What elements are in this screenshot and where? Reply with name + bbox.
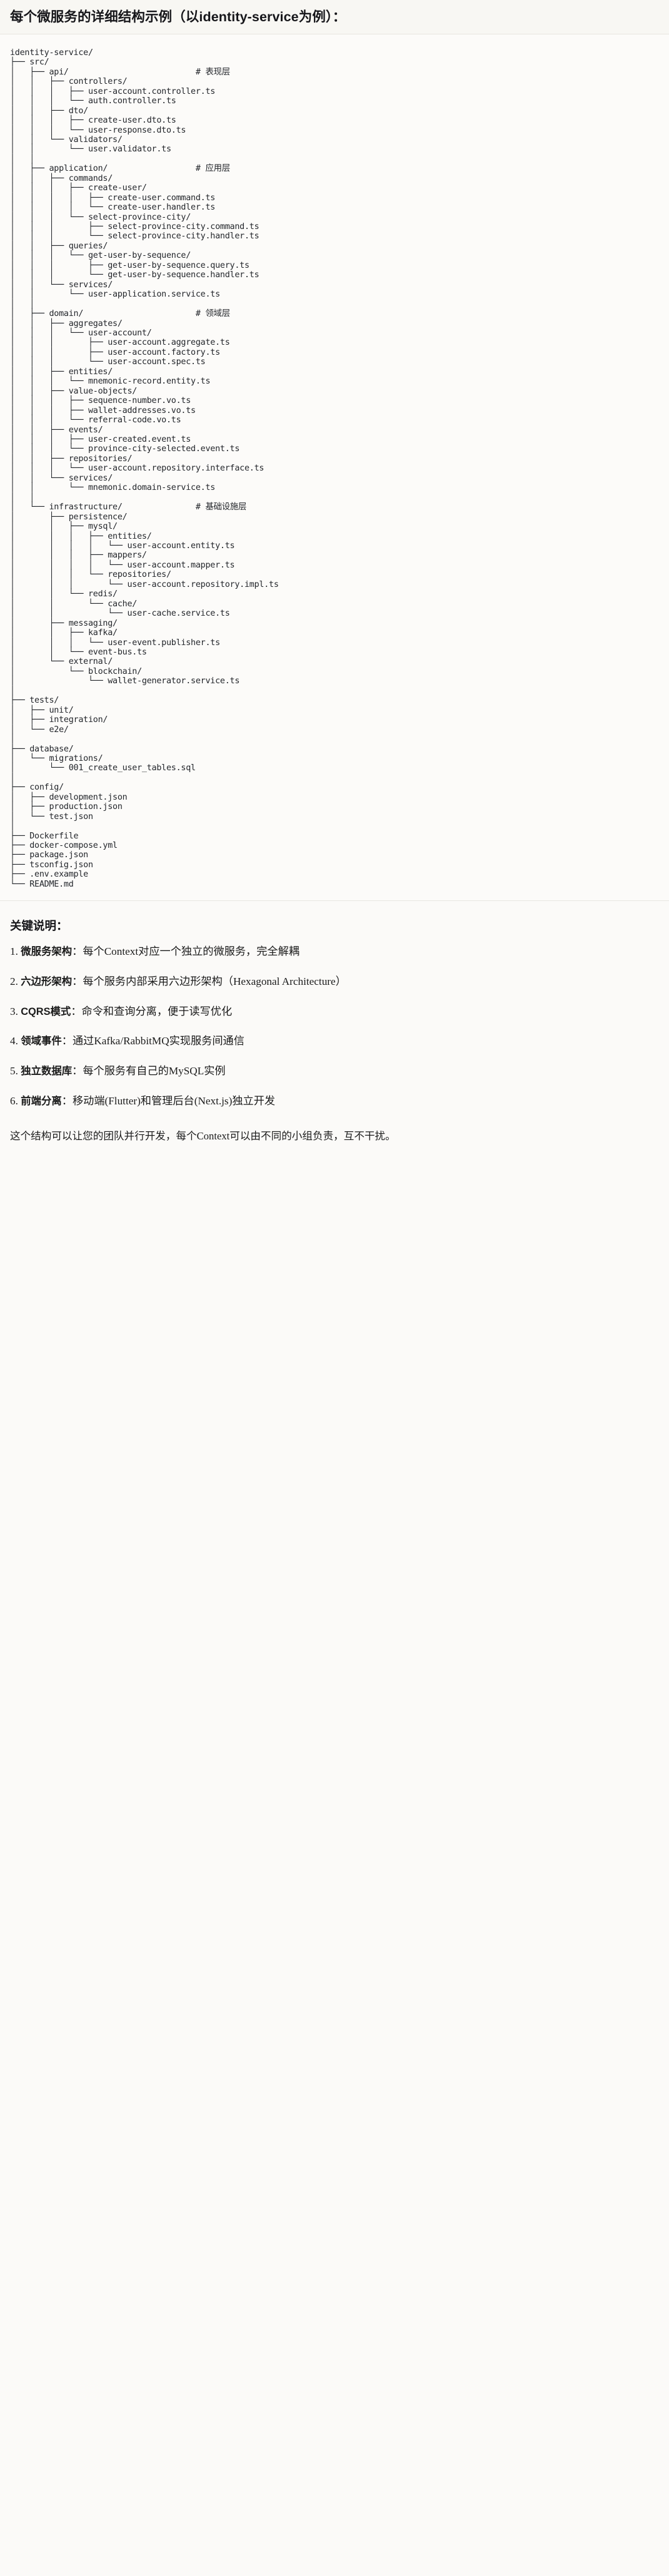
directory-tree: identity-service/ ├── src/ │ ├── api/ # … [10, 48, 279, 889]
key-note-label: 独立数据库 [21, 1065, 73, 1077]
key-note-text: 每个服务内部采用六边形架构（Hexagonal Architecture） [83, 975, 346, 987]
key-note-label: 六边形架构 [21, 975, 73, 987]
list-item: 前端分离：移动端(Flutter)和管理后台(Next.js)独立开发 [10, 1093, 659, 1110]
key-note-label: 领域事件 [21, 1036, 62, 1047]
key-note-text: 命令和查询分离，便于读写优化 [81, 1005, 233, 1017]
key-note-text: 每个服务有自己的MySQL实例 [83, 1064, 226, 1077]
key-note-text: 每个Context对应一个独立的微服务，完全解耦 [83, 945, 299, 958]
page-title: 每个微服务的详细结构示例（以identity-service为例）： [10, 9, 346, 24]
closing-paragraph: 这个结构可以让您的团队并行开发，每个Context可以由不同的小组负责，互不干扰… [10, 1130, 396, 1143]
list-item: 微服务架构：每个Context对应一个独立的微服务，完全解耦 [10, 944, 659, 960]
key-note-label: 前端分离 [21, 1095, 62, 1107]
list-item: 独立数据库：每个服务有自己的MySQL实例 [10, 1063, 659, 1080]
key-notes-list: 微服务架构：每个Context对应一个独立的微服务，完全解耦 六边形架构：每个服… [10, 944, 659, 1109]
key-notes-section: 关键说明： 微服务架构：每个Context对应一个独立的微服务，完全解耦 六边形… [0, 900, 669, 1164]
key-note-separator: ： [71, 1005, 82, 1017]
title-bar: 每个微服务的详细结构示例（以identity-service为例）： [0, 0, 669, 34]
key-note-separator: ： [61, 1094, 73, 1107]
page-root: 每个微服务的详细结构示例（以identity-service为例）： ident… [0, 0, 669, 1164]
key-note-text: 移动端(Flutter)和管理后台(Next.js)独立开发 [72, 1094, 276, 1107]
directory-tree-block: identity-service/ ├── src/ │ ├── api/ # … [0, 34, 669, 901]
list-item: CQRS模式：命令和查询分离，便于读写优化 [10, 1004, 659, 1021]
key-notes-heading: 关键说明： [10, 919, 68, 933]
list-item: 领域事件：通过Kafka/RabbitMQ实现服务间通信 [10, 1033, 659, 1050]
key-note-separator: ： [61, 1035, 73, 1047]
key-note-separator: ： [72, 945, 83, 958]
key-note-separator: ： [72, 975, 83, 987]
key-note-text: 通过Kafka/RabbitMQ实现服务间通信 [72, 1035, 244, 1047]
key-note-separator: ： [72, 1064, 83, 1077]
key-note-label: 微服务架构 [21, 946, 73, 958]
list-item: 六边形架构：每个服务内部采用六边形架构（Hexagonal Architectu… [10, 974, 659, 990]
key-note-label: CQRS模式 [21, 1005, 71, 1017]
